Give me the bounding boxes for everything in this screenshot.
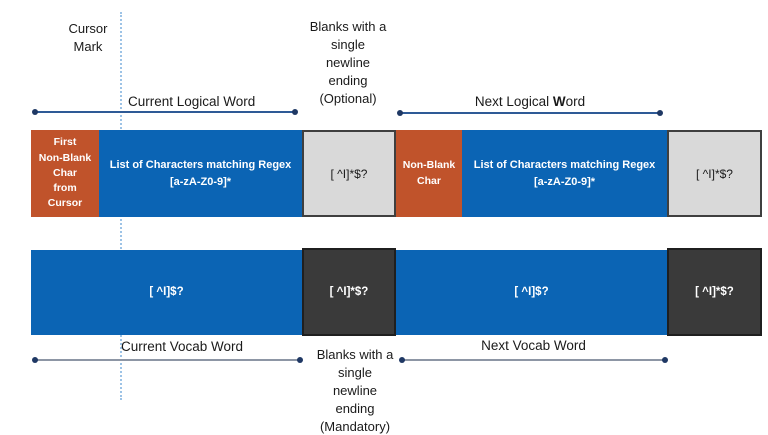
block-optional-blanks-regex: [ ^I]*$?	[302, 130, 396, 217]
bracket-endpoint-dot	[297, 357, 303, 363]
next-logical-word-bracket-line	[397, 110, 663, 116]
block-trailing-blanks-regex: [ ^I]*$?	[667, 130, 762, 217]
current-logical-word-label: Current Logical Word	[128, 94, 256, 109]
next-vocab-word-bracket-line	[399, 357, 668, 363]
bracket-endpoint-dot	[292, 109, 298, 115]
next-logical-word-label: Next Logical Word	[398, 94, 662, 109]
bracket-endpoint-dot	[399, 357, 405, 363]
block-current-vocab-regex: [ ^I]$?	[31, 250, 302, 335]
current-logical-word-bracket-line	[32, 109, 298, 115]
block-next-vocab-regex: [ ^I]$?	[396, 250, 667, 335]
bracket-endpoint-dot	[32, 109, 38, 115]
block-next-regex-chars: List of Characters matching Regex [a-zA-…	[462, 130, 667, 217]
blanks-optional-label: Blanks with a single newline ending (Opt…	[309, 19, 387, 106]
current-vocab-word-bracket-line	[32, 357, 303, 363]
bracket-endpoint-dot	[32, 357, 38, 363]
current-vocab-word-label: Current Vocab Word	[120, 339, 244, 354]
bracket-endpoint-dot	[657, 110, 663, 116]
block-current-regex-chars: List of Characters matching Regex [a-zA-…	[99, 130, 302, 217]
bracket-endpoint-dot	[662, 357, 668, 363]
next-vocab-word-label: Next Vocab Word	[481, 338, 586, 353]
label-text: ord	[565, 94, 586, 109]
label-text-bold: W	[552, 94, 566, 109]
block-nonblank-char: Non-Blank Char	[396, 130, 462, 217]
block-trailing-mandatory-blanks-regex: [ ^I]*$?	[667, 248, 762, 336]
block-first-nonblank-char: First Non-Blank Char from Cursor	[31, 130, 99, 217]
bracket-endpoint-dot	[397, 110, 403, 116]
cursor-mark-label: Cursor Mark	[68, 21, 108, 54]
blanks-mandatory-label: Blanks with a single newline ending (Man…	[316, 347, 394, 434]
label-text: Next Logical	[474, 94, 553, 109]
block-mandatory-blanks-regex: [ ^I]*$?	[302, 248, 396, 336]
